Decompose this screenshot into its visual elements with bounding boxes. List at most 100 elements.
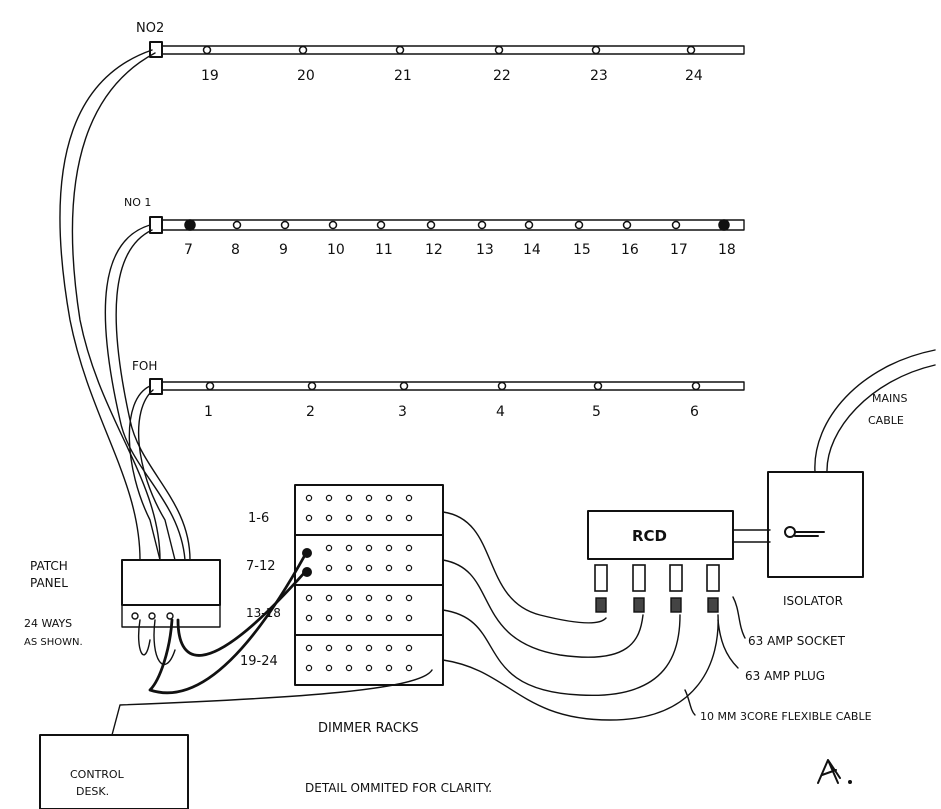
lantern-marker	[593, 381, 603, 391]
channel-number: 12	[425, 242, 443, 258]
signature-mark	[817, 759, 852, 784]
channel-number: 24	[685, 68, 703, 84]
dimmer-socket	[365, 594, 373, 602]
patch-panel-note-2: AS SHOWN.	[24, 637, 83, 648]
rcd-plug	[670, 597, 682, 613]
rack-range-2: 7-12	[246, 559, 276, 574]
lantern-marker	[376, 220, 386, 230]
isolator-label: ISOLATOR	[783, 594, 843, 608]
lantern-marker	[718, 219, 730, 231]
channel-number: 19	[201, 68, 219, 84]
lantern-marker	[477, 220, 487, 230]
lantern-marker	[591, 45, 601, 55]
patch-panel-label-1: PATCH	[30, 559, 68, 573]
dimmer-socket	[385, 544, 393, 552]
channel-number: 18	[718, 242, 736, 258]
dimmer-socket	[325, 644, 333, 652]
dimmer-socket	[365, 614, 373, 622]
rack-range-4: 19-24	[240, 654, 278, 669]
dimmer-socket	[305, 664, 313, 672]
lantern-marker	[497, 381, 507, 391]
dimmer-socket	[345, 514, 353, 522]
dimmer-socket	[365, 564, 373, 572]
channel-number: 9	[279, 242, 288, 258]
bar-no2-pipe	[161, 45, 745, 55]
lantern-marker	[202, 45, 212, 55]
lantern-marker	[494, 45, 504, 55]
dimmer-socket	[305, 514, 313, 522]
rack-range-1: 1-6	[248, 511, 269, 526]
bar-no1-pipe	[161, 219, 745, 231]
dimmer-socket	[385, 564, 393, 572]
bar-foh-pipe	[161, 381, 745, 391]
lantern-marker	[307, 381, 317, 391]
dimmer-socket	[345, 644, 353, 652]
rcd-unit: RCD	[587, 510, 771, 613]
dimmer-socket	[385, 514, 393, 522]
dimmer-socket	[405, 564, 413, 572]
patch-panel-label-2: PANEL	[30, 576, 68, 590]
mains-cable-a	[814, 349, 936, 473]
mains-label-1: MAINS	[872, 392, 907, 405]
channel-number: 1	[204, 404, 213, 420]
channel-number: 5	[592, 404, 601, 420]
mains-cable-b	[826, 364, 936, 473]
channel-number: 23	[590, 68, 608, 84]
rcd-socket	[632, 564, 646, 592]
dimmer-socket	[325, 664, 333, 672]
dimmer-socket	[405, 614, 413, 622]
lantern-marker	[691, 381, 701, 391]
rack-feed-cables	[111, 511, 719, 736]
lantern-marker	[671, 220, 681, 230]
rcd-plug	[595, 597, 607, 613]
lantern-marker	[426, 220, 436, 230]
rack-patched-socket-1	[302, 548, 312, 558]
lantern-marker	[399, 381, 409, 391]
channel-number: 16	[621, 242, 639, 258]
channel-number: 15	[573, 242, 591, 258]
dimmer-socket	[365, 514, 373, 522]
dimmer-socket	[305, 614, 313, 622]
rack-range-3: 13-18	[246, 606, 281, 620]
lantern-marker	[298, 45, 308, 55]
channel-number: 8	[231, 242, 240, 258]
rcd-plug	[707, 597, 719, 613]
channel-number: 4	[496, 404, 505, 420]
lantern-marker	[280, 220, 290, 230]
patch-panel-note-1: 24 WAYS	[24, 617, 72, 630]
channel-number: 2	[306, 404, 315, 420]
dimmer-socket	[385, 664, 393, 672]
bar-foh-label: FOH	[132, 359, 157, 373]
callout-cable: 10 MM 3CORE FLEXIBLE CABLE	[700, 710, 872, 723]
rcd-socket	[594, 564, 608, 592]
patch-panel-body	[121, 559, 221, 606]
control-desk-label-2: DESK.	[76, 785, 109, 798]
dimmer-socket	[305, 644, 313, 652]
dimmer-socket	[345, 664, 353, 672]
dimmer-socket	[385, 644, 393, 652]
isolator-unit: ISOLATOR MAINS CABLE	[767, 349, 936, 608]
rcd-body	[587, 510, 734, 560]
lantern-marker	[395, 45, 405, 55]
lantern-marker	[328, 220, 338, 230]
dimmer-socket	[385, 594, 393, 602]
channel-number: 7	[184, 242, 193, 258]
rcd-socket	[706, 564, 720, 592]
callout-plug: 63 AMP PLUG	[745, 669, 825, 683]
dimmer-socket	[405, 594, 413, 602]
lantern-marker	[686, 45, 696, 55]
dimmer-socket	[405, 544, 413, 552]
lantern-marker	[205, 381, 215, 391]
footnote: DETAIL OMMITED FOR CLARITY.	[305, 781, 492, 795]
dimmer-socket	[305, 594, 313, 602]
isolator-switch-pivot	[784, 526, 796, 538]
lantern-marker	[574, 220, 584, 230]
channel-number: 3	[398, 404, 407, 420]
rcd-plug	[633, 597, 645, 613]
bar-no1-label: NO 1	[124, 196, 151, 209]
mains-label-2: CABLE	[868, 414, 904, 427]
